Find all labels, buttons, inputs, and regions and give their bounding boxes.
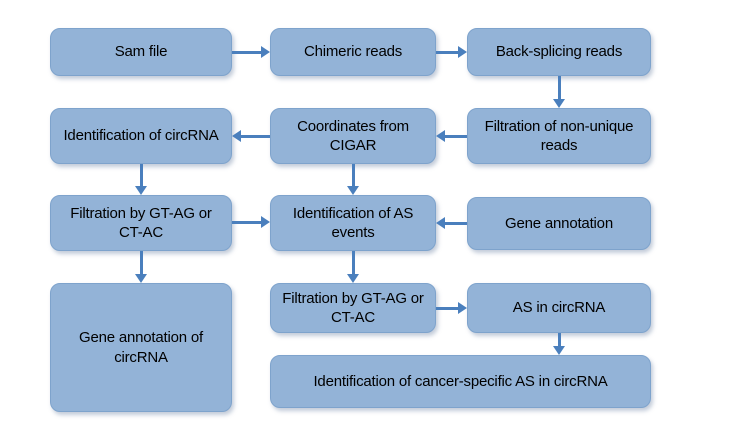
arrow-coordinates-to-identification <box>232 126 270 146</box>
node-label: Chimeric reads <box>303 43 403 61</box>
arrow-filtration-lower-to-as-in-circrna <box>436 298 467 318</box>
node-label: Gene annotation of circRNA <box>78 329 203 366</box>
arrow-head-down <box>135 186 147 195</box>
arrow-head-left <box>232 130 241 142</box>
arrow-backsplicing-to-filtration <box>549 76 569 108</box>
arrow-gene-annotation-to-as-events <box>436 213 467 233</box>
arrow-head-right <box>458 46 467 58</box>
arrow-shaft <box>444 221 467 225</box>
arrow-shaft <box>351 164 355 187</box>
arrow-shaft <box>139 251 143 275</box>
node-label: Identification of cancer-specific AS in … <box>313 372 608 390</box>
node-cancer-specific-as[interactable]: Identification of cancer-specific AS in … <box>270 355 651 408</box>
arrow-coordinates-to-as-events <box>343 164 363 195</box>
arrow-shaft <box>444 134 467 138</box>
node-back-splicing-reads[interactable]: Back-splicing reads <box>467 28 651 76</box>
node-filtration-gt-ag-ct-ac-upper[interactable]: Filtration by GT-AG or CT-AC <box>50 195 232 251</box>
node-gene-annotation-of-circrna[interactable]: Gene annotation of circRNA <box>50 283 232 412</box>
arrow-filtration-upper-to-gene-annotation-circrna <box>131 251 151 283</box>
arrow-head-down <box>553 99 565 108</box>
arrow-head-down <box>135 274 147 283</box>
arrow-head-right <box>261 46 270 58</box>
arrow-shaft <box>557 333 561 347</box>
node-gene-annotation[interactable]: Gene annotation <box>467 197 651 250</box>
arrow-shaft <box>436 50 459 54</box>
node-label: Filtration of non-unique reads <box>484 117 634 154</box>
arrow-head-down <box>553 346 565 355</box>
node-label: Back-splicing reads <box>495 43 623 61</box>
arrow-head-left <box>436 217 445 229</box>
arrow-circrna-to-filtration-upper <box>131 164 151 195</box>
arrow-shaft <box>557 76 561 100</box>
arrow-head-right <box>458 302 467 314</box>
arrow-filtration-upper-to-as-events <box>232 212 270 232</box>
node-label: Filtration by GT-AG or CT-AC <box>70 204 212 241</box>
arrow-shaft <box>351 251 355 275</box>
node-filtration-non-unique-reads[interactable]: Filtration of non-unique reads <box>467 108 651 164</box>
arrow-shaft <box>139 164 143 187</box>
node-label: AS in circRNA <box>512 299 606 317</box>
arrow-shaft <box>436 306 459 310</box>
arrow-as-events-to-filtration-lower <box>343 251 363 283</box>
node-label: Identification of circRNA <box>63 127 219 145</box>
node-coordinates-from-cigar[interactable]: Coordinates from CIGAR <box>270 108 436 164</box>
node-label: Coordinates from CIGAR <box>297 117 409 154</box>
arrow-chimeric-to-backsplicing <box>436 42 467 62</box>
node-label: Gene annotation <box>505 214 613 232</box>
node-sam-file[interactable]: Sam file <box>50 28 232 76</box>
arrow-as-in-circrna-to-cancer-specific <box>549 333 569 355</box>
node-label: Identification of AS events <box>292 204 414 241</box>
arrow-head-right <box>261 216 270 228</box>
arrow-shaft <box>232 220 262 224</box>
arrow-head-left <box>436 130 445 142</box>
node-identification-of-circrna[interactable]: Identification of circRNA <box>50 108 232 164</box>
node-identification-of-as-events[interactable]: Identification of AS events <box>270 195 436 251</box>
arrow-shaft <box>232 50 262 54</box>
arrow-head-down <box>347 186 359 195</box>
arrow-shaft <box>240 134 270 138</box>
node-as-in-circrna[interactable]: AS in circRNA <box>467 283 651 333</box>
arrow-sam-to-chimeric <box>232 42 270 62</box>
arrow-head-down <box>347 274 359 283</box>
node-label: Sam file <box>114 43 168 61</box>
node-label: Filtration by GT-AG or CT-AC <box>282 289 424 326</box>
arrow-filtration-to-coordinates <box>436 126 467 146</box>
node-filtration-gt-ag-ct-ac-lower[interactable]: Filtration by GT-AG or CT-AC <box>270 283 436 333</box>
node-chimeric-reads[interactable]: Chimeric reads <box>270 28 436 76</box>
